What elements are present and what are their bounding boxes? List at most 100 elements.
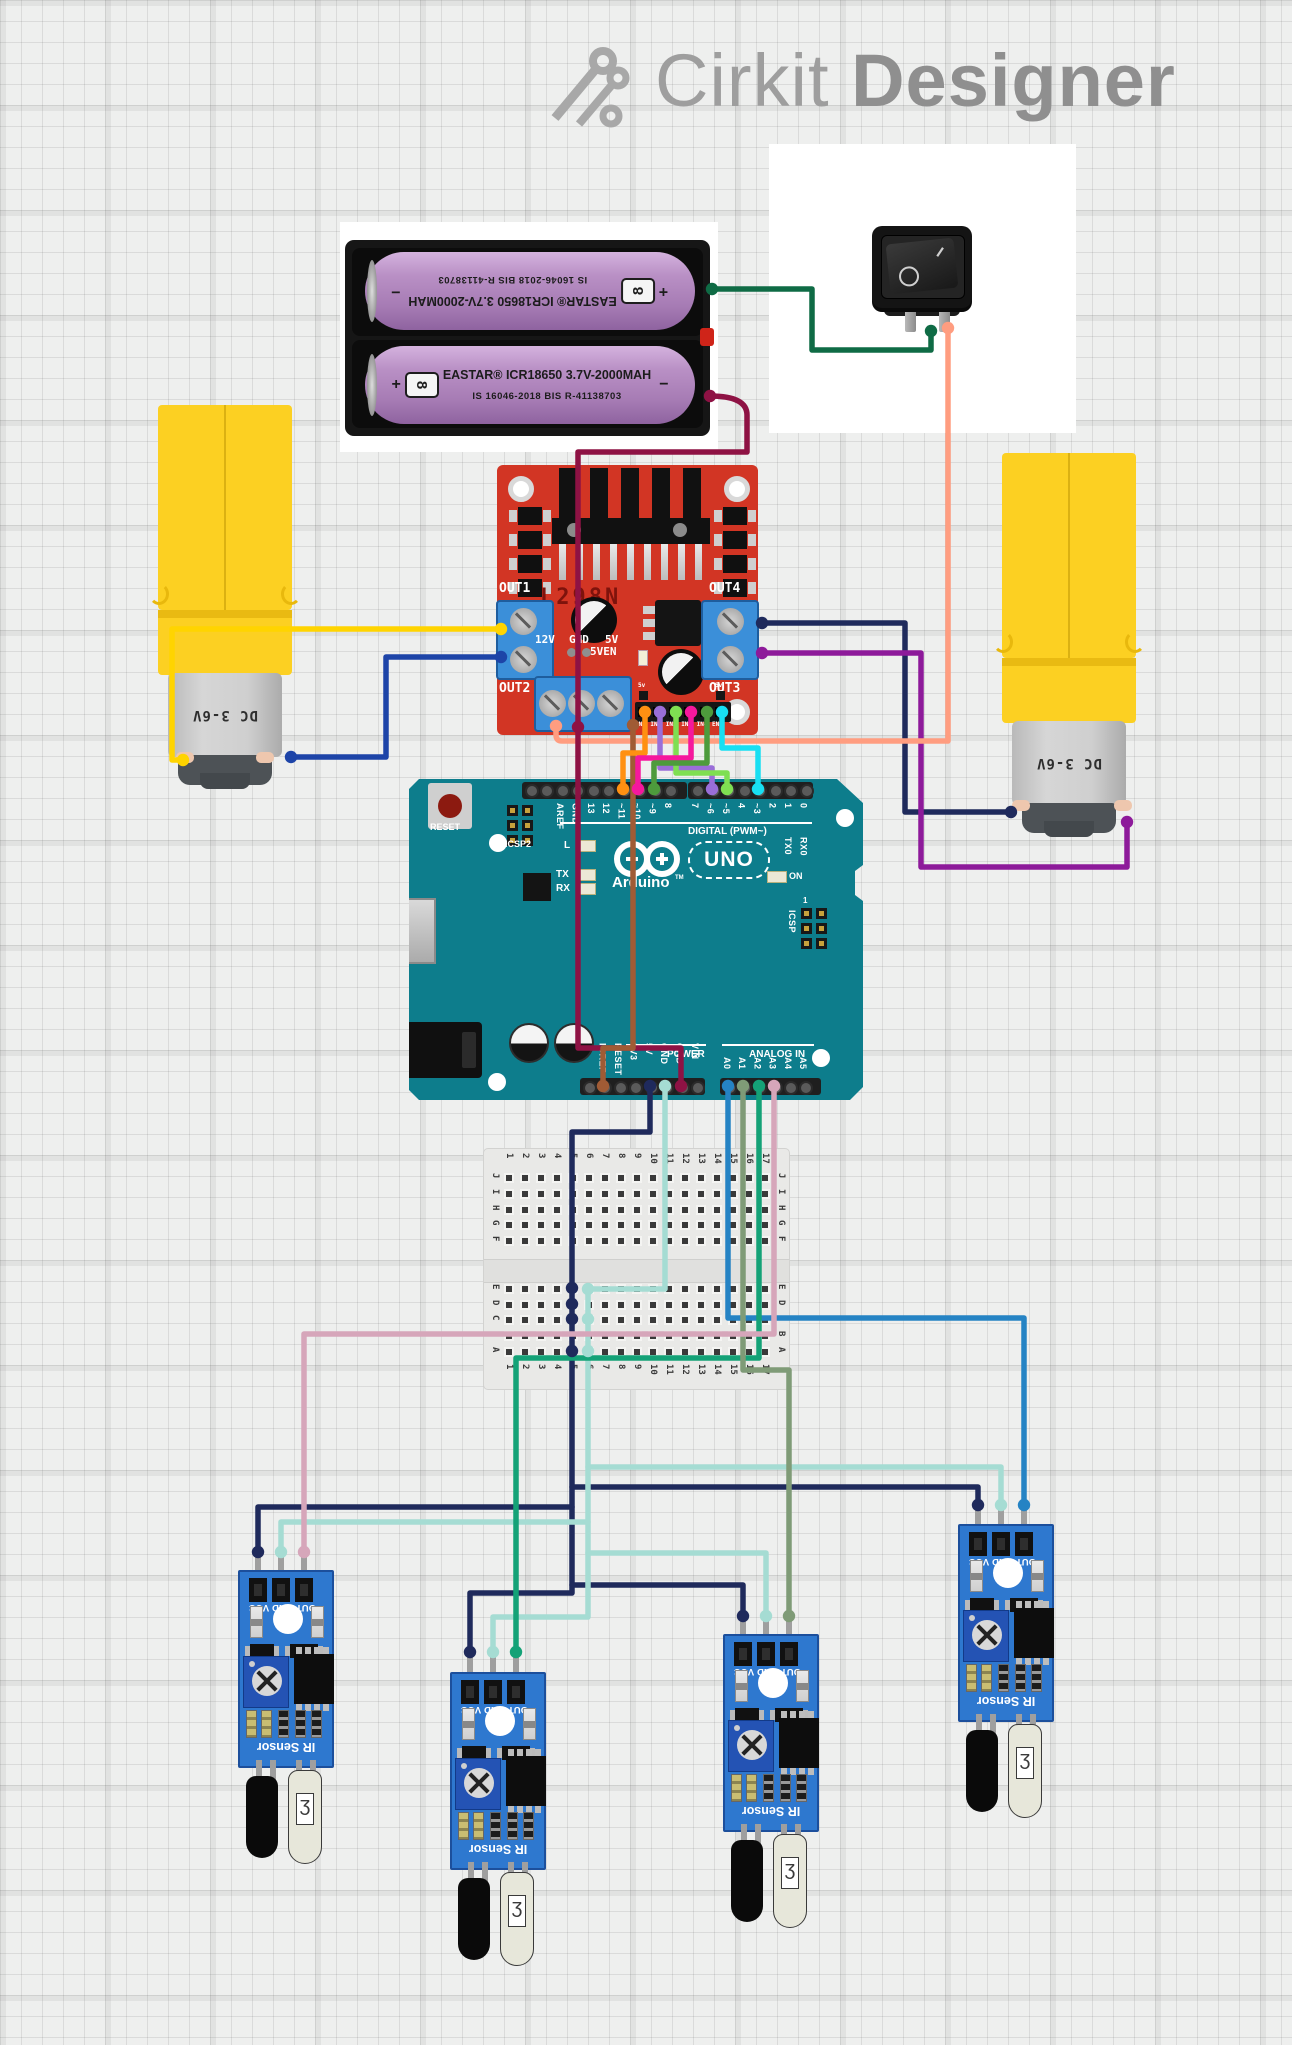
breadboard-hole[interactable] — [520, 1173, 530, 1183]
breadboard-hole[interactable] — [632, 1205, 642, 1215]
wire-out1-leftmotor[interactable] — [169, 626, 504, 763]
wire-gnd-sensor1[interactable] — [278, 1519, 591, 1555]
wire-endpoint[interactable] — [571, 720, 585, 734]
breadboard-hole[interactable] — [696, 1347, 706, 1357]
breadboard-hole[interactable] — [520, 1347, 530, 1357]
breadboard-hole[interactable] — [680, 1315, 690, 1325]
battery-cell-top[interactable]: + 8 EASTAR® ICR18650 3.7V-2000MAH IS 160… — [365, 252, 695, 330]
breadboard-hole[interactable] — [616, 1347, 626, 1357]
pin-out[interactable] — [513, 1654, 519, 1676]
potentiometer[interactable] — [455, 1758, 501, 1810]
pin-gnd[interactable] — [998, 1506, 1004, 1528]
breadboard-hole[interactable] — [584, 1205, 594, 1215]
wire-endpoint[interactable] — [1004, 805, 1018, 819]
breadboard-hole[interactable] — [744, 1347, 754, 1357]
wire-5v-trunk[interactable] — [467, 1083, 653, 1655]
pin-out[interactable] — [1021, 1506, 1027, 1528]
breadboard-hole[interactable] — [600, 1189, 610, 1199]
breadboard-hole[interactable] — [552, 1284, 562, 1294]
wire-endpoint[interactable] — [631, 782, 645, 796]
breadboard-hole[interactable] — [664, 1189, 674, 1199]
breadboard-hole[interactable] — [520, 1189, 530, 1199]
wire-endpoint[interactable] — [705, 282, 719, 296]
wire-endpoint[interactable] — [736, 1079, 750, 1093]
breadboard-hole[interactable] — [696, 1236, 706, 1246]
wire-endpoint[interactable] — [703, 389, 717, 403]
wire-endpoint[interactable] — [596, 1079, 610, 1093]
pin-socket[interactable] — [525, 784, 539, 798]
wire-endpoint[interactable] — [759, 1609, 773, 1623]
wire-endpoint[interactable] — [616, 782, 630, 796]
breadboard-hole[interactable] — [552, 1173, 562, 1183]
wire-5v-sensor4[interactable] — [569, 1484, 981, 1508]
wire-endpoint[interactable] — [669, 705, 683, 719]
wire-endpoint[interactable] — [284, 750, 298, 764]
breadboard-hole[interactable] — [680, 1236, 690, 1246]
breadboard-hole[interactable] — [648, 1205, 658, 1215]
breadboard-hole[interactable] — [504, 1173, 514, 1183]
pin-socket[interactable] — [540, 784, 555, 798]
breadboard-hole[interactable] — [536, 1300, 546, 1310]
wire-gnd-sensor3[interactable] — [585, 1550, 769, 1619]
breadboard-hole[interactable] — [664, 1284, 674, 1294]
breadboard-hole[interactable] — [680, 1205, 690, 1215]
wire-endpoint[interactable] — [643, 1079, 657, 1093]
breadboard-hole[interactable] — [520, 1300, 530, 1310]
breadboard-hole[interactable] — [760, 1220, 770, 1230]
wire-a2-sensor2[interactable] — [513, 1083, 762, 1655]
wire-endpoint[interactable] — [251, 1545, 265, 1559]
wire-endpoint[interactable] — [994, 1498, 1008, 1512]
breadboard-hole[interactable] — [504, 1347, 514, 1357]
breadboard-hole[interactable] — [728, 1220, 738, 1230]
wire-endpoint[interactable] — [736, 1609, 750, 1623]
screw[interactable] — [568, 690, 595, 717]
pin-gnd[interactable] — [763, 1616, 769, 1638]
reset-button[interactable] — [428, 783, 472, 829]
breadboard-hole[interactable] — [760, 1189, 770, 1199]
5v-pin[interactable] — [716, 691, 725, 700]
ir-sensor-module-1[interactable]: VCC GND OUT — [238, 1552, 334, 1870]
breadboard-hole[interactable] — [664, 1205, 674, 1215]
breadboard-hole[interactable] — [728, 1284, 738, 1294]
breadboard-hole[interactable] — [744, 1236, 754, 1246]
pin-socket[interactable] — [555, 784, 570, 798]
wire-endpoint[interactable] — [1120, 815, 1134, 829]
breadboard-hole[interactable] — [648, 1236, 658, 1246]
breadboard-hole[interactable] — [536, 1189, 546, 1199]
breadboard-hole[interactable] — [600, 1315, 610, 1325]
breadboard-hole[interactable] — [744, 1189, 754, 1199]
pin-socket[interactable] — [737, 784, 752, 798]
breadboard-hole[interactable] — [664, 1173, 674, 1183]
breadboard-hole[interactable] — [648, 1300, 658, 1310]
breadboard-hole[interactable] — [616, 1189, 626, 1199]
pin-socket[interactable] — [602, 784, 617, 798]
wire-out4-rightmotor[interactable] — [759, 620, 1014, 815]
breadboard-hole[interactable] — [520, 1205, 530, 1215]
breadboard-hole[interactable] — [632, 1315, 642, 1325]
wire-endpoint[interactable] — [755, 646, 769, 660]
breadboard-hole[interactable] — [760, 1173, 770, 1183]
pin-socket[interactable] — [691, 1081, 706, 1095]
wire-endpoint[interactable] — [684, 705, 698, 719]
wire-endpoint[interactable] — [752, 1079, 766, 1093]
pin-gnd[interactable] — [490, 1654, 496, 1676]
breadboard-hole[interactable] — [648, 1189, 658, 1199]
power-jack[interactable] — [409, 1022, 482, 1078]
breadboard-hole[interactable] — [696, 1284, 706, 1294]
potentiometer[interactable] — [243, 1656, 289, 1708]
breadboard-hole[interactable] — [552, 1347, 562, 1357]
wire-endpoint[interactable] — [626, 718, 640, 732]
breadboard-hole[interactable] — [728, 1300, 738, 1310]
breadboard-hole[interactable] — [696, 1220, 706, 1230]
wire-endpoint[interactable] — [720, 782, 734, 796]
wire-endpoint[interactable] — [751, 782, 765, 796]
breadboard-hole[interactable] — [616, 1173, 626, 1183]
wire-endpoint[interactable] — [715, 705, 729, 719]
breadboard-hole[interactable] — [552, 1315, 562, 1325]
breadboard-hole[interactable] — [552, 1189, 562, 1199]
wire-a0-sensor4[interactable] — [725, 1083, 1027, 1508]
pin-vcc[interactable] — [740, 1616, 746, 1638]
breadboard-hole[interactable] — [632, 1189, 642, 1199]
wire-endpoint[interactable] — [705, 782, 719, 796]
